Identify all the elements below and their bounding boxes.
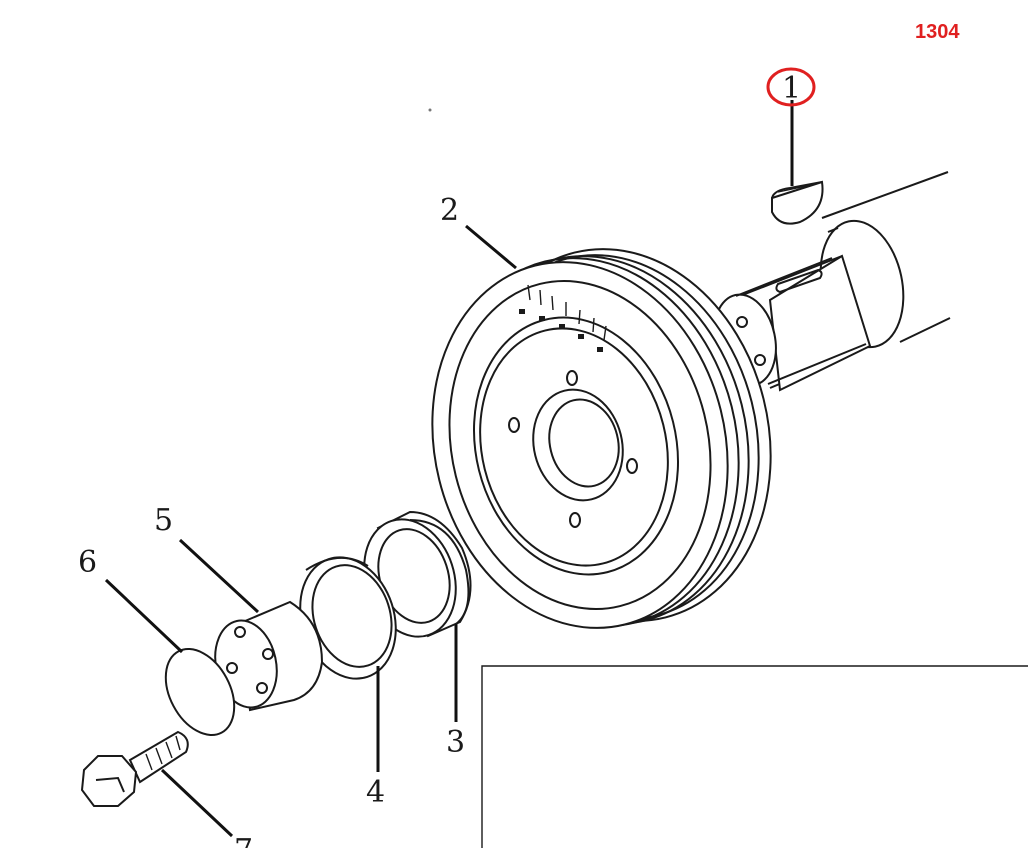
callout-7: 7: [234, 833, 253, 848]
callout-1-highlight-circle: [766, 67, 816, 107]
callout-6: 6: [78, 545, 97, 580]
drawing-code: 1304: [915, 21, 960, 43]
flange-bolt: [80, 730, 189, 807]
inset-frame: [481, 665, 1028, 848]
callout-2: 2: [440, 193, 459, 228]
callout-3: 3: [446, 725, 465, 760]
leader-5: [178, 538, 260, 614]
callout-1: 1: [782, 71, 801, 106]
leader-7: [160, 768, 234, 838]
stray-mark: [428, 108, 432, 112]
leader-6: [104, 578, 184, 654]
timing-marks: [519, 284, 607, 352]
woodruff-key: [771, 180, 824, 225]
leader-2: [465, 224, 517, 270]
callout-4: 4: [366, 775, 385, 810]
callout-5: 5: [154, 503, 173, 538]
crankshaft-pulley: [431, 248, 772, 629]
washer-plate: [164, 648, 236, 736]
